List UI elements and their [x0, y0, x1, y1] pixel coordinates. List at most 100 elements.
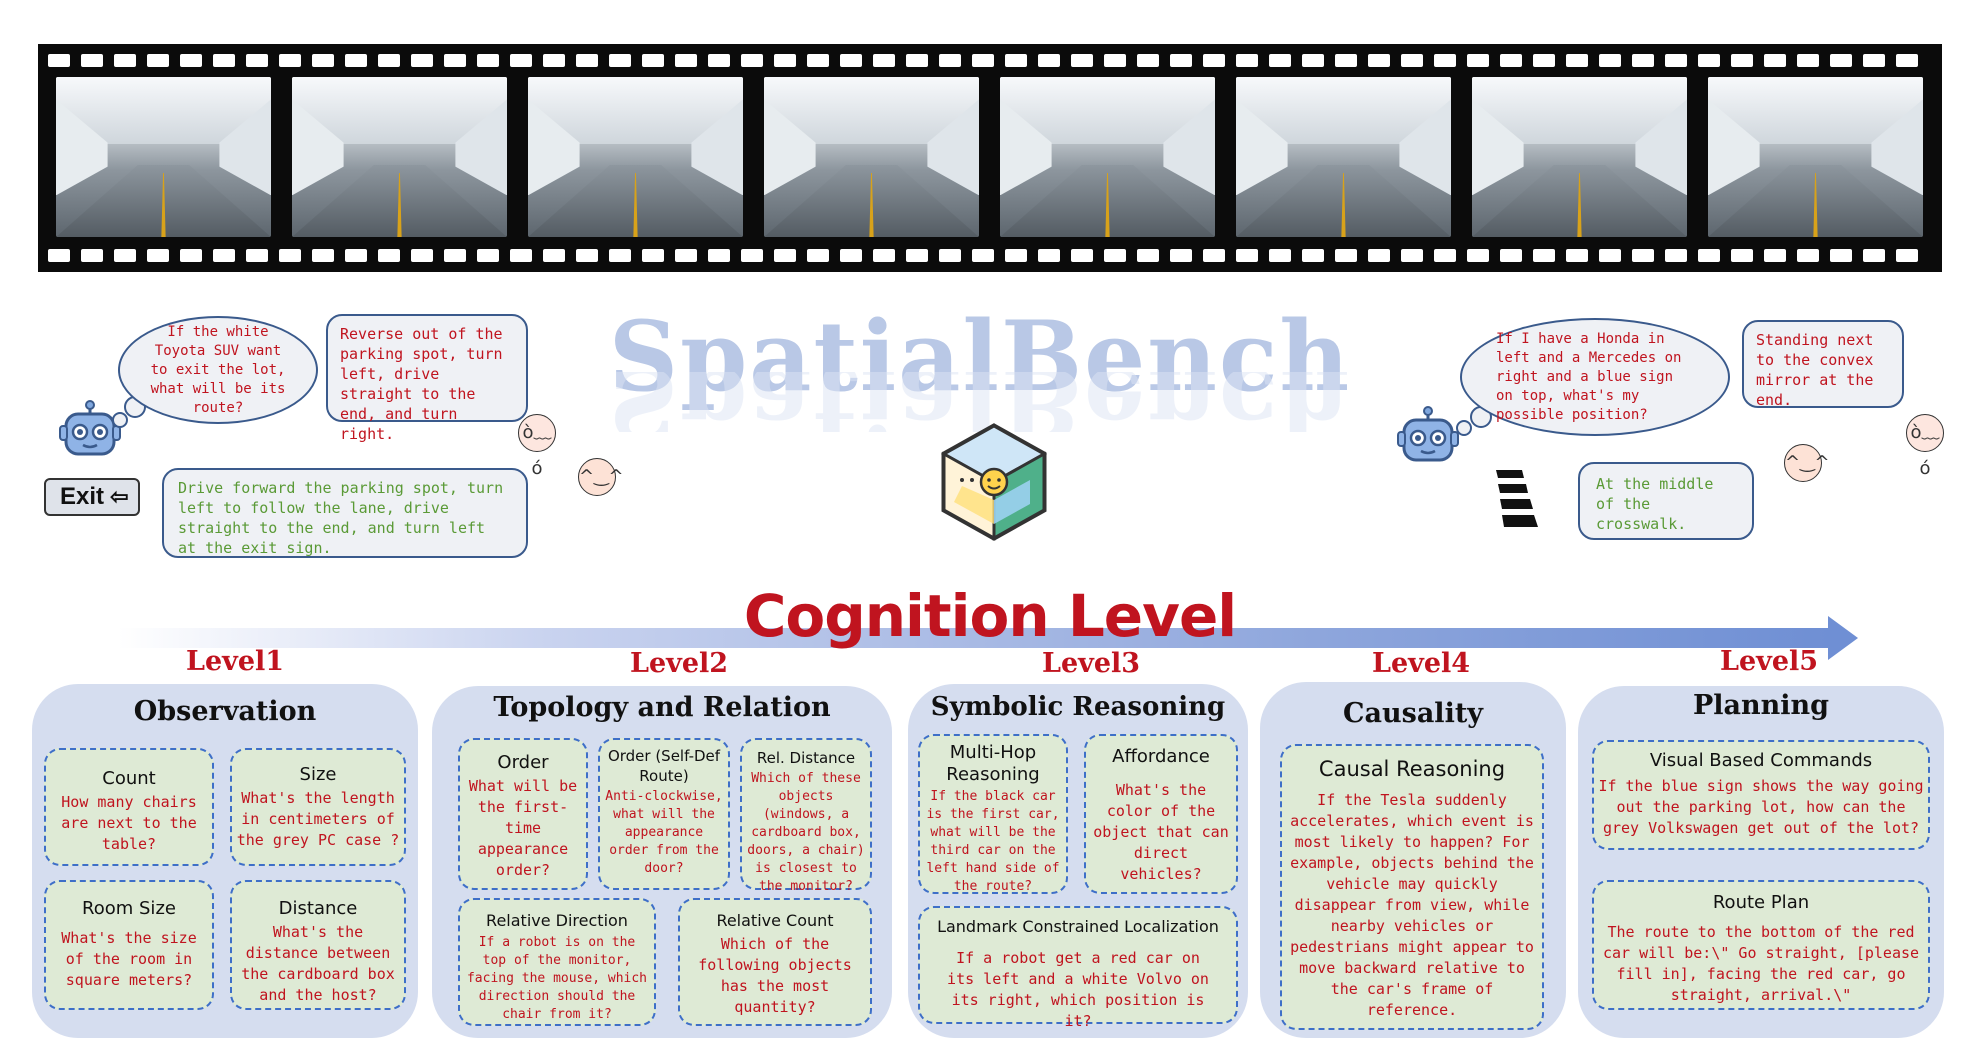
- film-hole: [807, 54, 829, 67]
- card-question: What's the length in centimeters of the …: [236, 789, 400, 849]
- correct-answer-text: At the middle of the crosswalk.: [1596, 475, 1714, 533]
- film-hole: [576, 54, 598, 67]
- card-question: What's the color of the object that can …: [1093, 781, 1229, 883]
- film-hole: [939, 54, 961, 67]
- film-hole: [213, 54, 235, 67]
- card-room-size: Room Size What's the size of the room in…: [44, 880, 214, 1010]
- film-hole: [180, 249, 202, 262]
- film-hole: [774, 249, 796, 262]
- card-order: Order What will be the first-time appear…: [458, 738, 588, 890]
- film-hole: [1533, 249, 1555, 262]
- card-visual-based-commands: Visual Based Commands If the blue sign s…: [1592, 740, 1930, 850]
- card-route-plan: Route Plan The route to the bottom of th…: [1592, 880, 1930, 1010]
- film-hole: [1566, 54, 1588, 67]
- card-affordance: Affordance What's the color of the objec…: [1084, 734, 1238, 894]
- film-hole: [1500, 54, 1522, 67]
- film-hole: [1368, 54, 1390, 67]
- film-hole: [1863, 54, 1885, 67]
- panel-title: Symbolic Reasoning: [930, 692, 1226, 722]
- film-hole: [1401, 249, 1423, 262]
- film-hole: [246, 54, 268, 67]
- film-hole: [1467, 54, 1489, 67]
- panel-title: Observation: [133, 696, 317, 727]
- film-hole: [477, 249, 499, 262]
- card-title: Affordance: [1112, 746, 1210, 767]
- card-title: Rel. Distance: [756, 749, 856, 767]
- film-hole: [741, 249, 763, 262]
- film-hole: [1731, 249, 1753, 262]
- cognition-level-label: Cognition Level: [743, 582, 1237, 650]
- film-hole: [1797, 249, 1819, 262]
- film-hole: [1863, 249, 1885, 262]
- film-hole: [411, 54, 433, 67]
- film-hole: [345, 54, 367, 67]
- crosswalk-icon: [1496, 470, 1538, 527]
- film-hole: [510, 54, 532, 67]
- film-hole: [1104, 54, 1126, 67]
- card-question: If the black car is the first car, what …: [926, 789, 1060, 894]
- film-hole: [279, 54, 301, 67]
- film-hole: [213, 249, 235, 262]
- card-title: Landmark Constrained Localization: [937, 917, 1219, 936]
- film-hole: [114, 54, 136, 67]
- card-relative-direction: Relative Direction If a robot is on the …: [458, 898, 656, 1026]
- film-hole: [972, 54, 994, 67]
- film-hole: [1830, 249, 1852, 262]
- film-hole: [48, 54, 70, 67]
- film-hole: [1401, 54, 1423, 67]
- film-hole: [840, 54, 862, 67]
- film-hole: [510, 249, 532, 262]
- film-hole: [1170, 249, 1192, 262]
- film-hole: [1236, 249, 1258, 262]
- card-title: Route Plan: [1712, 892, 1810, 913]
- card-title: Room Size: [82, 898, 176, 919]
- card-question: How many chairs are next to the table?: [61, 793, 197, 853]
- wrong-answer-text: Reverse out of the parking spot, turn le…: [340, 325, 503, 443]
- film-hole: [1434, 249, 1456, 262]
- film-hole: [1830, 54, 1852, 67]
- film-hole: [1665, 54, 1687, 67]
- film-hole: [1269, 54, 1291, 67]
- film-hole: [345, 249, 367, 262]
- film-hole: [840, 249, 862, 262]
- film-hole: [972, 249, 994, 262]
- parking-garage-frame: [1236, 77, 1451, 237]
- film-hole: [180, 54, 202, 67]
- card-title: Order (Self-Def Route): [607, 747, 721, 785]
- film-hole: [1896, 249, 1918, 262]
- film-hole: [81, 249, 103, 262]
- film-hole: [1005, 249, 1027, 262]
- question-cloud-left: If the white Toyota SUV want to exit the…: [118, 316, 318, 424]
- film-hole: [774, 54, 796, 67]
- benchmark-logo-icon: [940, 423, 1048, 541]
- film-hole: [609, 249, 631, 262]
- panel-title: Planning: [1692, 690, 1830, 721]
- film-hole: [1104, 249, 1126, 262]
- thought-dot: [1456, 420, 1472, 436]
- card-relative-count: Relative Count Which of the following ob…: [678, 898, 872, 1026]
- film-hole: [1698, 249, 1720, 262]
- film-hole: [1368, 249, 1390, 262]
- wrong-answer-bubble-left: Reverse out of the parking spot, turn le…: [326, 314, 528, 443]
- film-hole: [1236, 54, 1258, 67]
- film-hole: [1137, 54, 1159, 67]
- parking-garage-frame: [1000, 77, 1215, 237]
- film-hole: [1038, 54, 1060, 67]
- card-question: The route to the bottom of the red car w…: [1602, 923, 1920, 1004]
- film-hole: [939, 249, 961, 262]
- question-cloud-right: If I have a Honda in left and a Mercedes…: [1460, 318, 1730, 436]
- film-hole: [906, 249, 928, 262]
- film-hole: [1764, 249, 1786, 262]
- card-question: If the Tesla suddenly accelerates, which…: [1290, 791, 1534, 1019]
- card-question: What's the distance between the cardboar…: [241, 923, 395, 1004]
- card-question: What will be the first-time appearance o…: [468, 777, 578, 879]
- robot-icon: [1397, 406, 1459, 462]
- film-hole: [1566, 249, 1588, 262]
- film-hole: [246, 249, 268, 262]
- card-size: Size What's the length in centimeters of…: [230, 748, 406, 866]
- card-title: Multi-Hop Reasoning: [946, 742, 1040, 785]
- correct-answer-bubble-left: Drive forward the parking spot, turn lef…: [162, 468, 528, 558]
- card-question: If a robot is on the top of the monitor,…: [466, 935, 647, 1022]
- film-hole: [1467, 249, 1489, 262]
- film-hole: [1797, 54, 1819, 67]
